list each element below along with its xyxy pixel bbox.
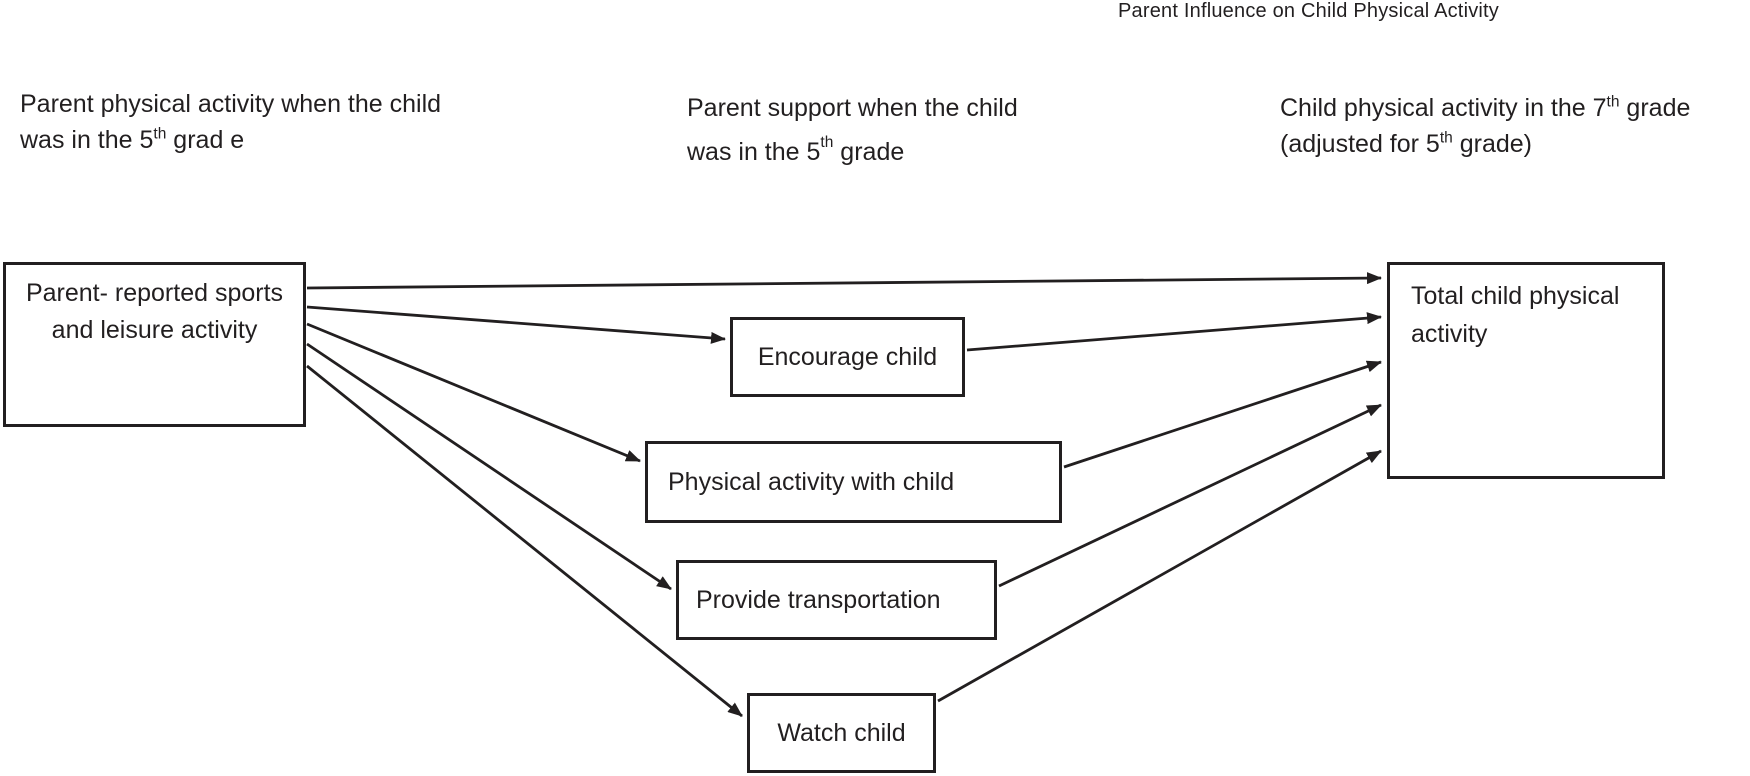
diagram-title: Parent Influence on Child Physical Activ… <box>1118 0 1500 22</box>
header-line: Child physical activity in the 7th grade <box>1280 93 1691 122</box>
edge-source-to-physical <box>306 322 641 463</box>
edge-transport-to-outcome <box>998 403 1382 588</box>
header-line: Parent physical activity when the child <box>20 90 442 118</box>
header-line: (adjusted for 5th grade) <box>1280 129 1532 158</box>
node-encourage-child: Encourage child <box>730 317 965 397</box>
edge-encourage-to-outcome <box>966 312 1382 352</box>
column-header-parent-support: Parent support when the child was in the… <box>687 90 1107 170</box>
edge-physical-to-outcome <box>1063 360 1382 469</box>
edge-source-to-transport <box>306 342 672 591</box>
column-header-child-activity: Child physical activity in the 7th grade… <box>1280 90 1750 162</box>
header-line: was in the 5th grad e <box>20 125 245 154</box>
column-header-parent-activity: Parent physical activity when the child … <box>20 86 490 158</box>
edge-source-to-outcome <box>306 272 1382 290</box>
node-physical-activity-with-child: Physical activity with child <box>645 441 1062 523</box>
edge-source-to-watch <box>306 364 743 718</box>
header-line: Parent support when the child <box>687 94 1018 122</box>
node-watch-child: Watch child <box>747 693 936 773</box>
node-parent-sports-leisure: Parent- reported sports and leisure acti… <box>3 262 306 427</box>
node-provide-transportation: Provide transportation <box>676 560 997 640</box>
edge-source-to-encourage <box>306 305 726 344</box>
node-total-child-physical-activity: Total child physical activity <box>1387 262 1665 479</box>
edge-watch-to-outcome <box>937 449 1382 703</box>
header-line: was in the 5th grade <box>687 133 905 166</box>
